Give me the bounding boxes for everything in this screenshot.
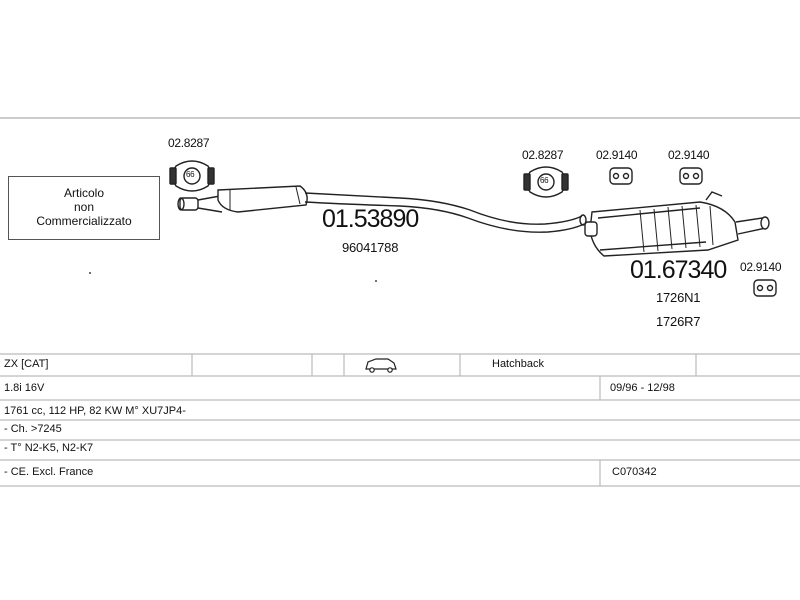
rear-silencer-oe-number-2: 1726R7 [656,314,701,329]
rubber-mount-1-drawing [609,167,633,185]
clamp-front-size: 66 [186,170,195,179]
clamp-front-part-number: 02.8287 [168,136,210,150]
rubber-mount-2-drawing [679,167,703,185]
not-commercialized-line2: non [73,200,95,214]
car-hatchback-icon [365,358,397,373]
vehicle-table-lines [0,353,800,487]
not-commercialized-line3: Commercializzato [36,214,132,228]
vehicle-body-type: Hatchback [492,358,544,370]
clamp-front-drawing [169,160,215,192]
catalog-code: C070342 [612,466,657,478]
rubber-mount-3-drawing [753,279,777,297]
rubber-mount-3-part-number: 02.9140 [740,260,782,274]
not-commercialized-box: Articolo non Commercializzato [8,176,160,240]
vehicle-chassis: - Ch. >7245 [4,423,62,435]
front-pipe-drawing [177,185,587,233]
rear-silencer-drawing [584,191,770,257]
vehicle-specs: 1761 cc, 112 HP, 82 KW M° XU7JP4- [4,405,186,417]
clamp-rear-part-number: 02.8287 [522,148,564,162]
dot-mark [89,272,91,274]
rear-silencer-oe-number-1: 1726N1 [656,290,701,305]
clamp-rear-size: 66 [540,176,549,185]
front-pipe-part-number: 01.53890 [322,205,419,233]
vehicle-engine: 1.8i 16V [4,382,45,394]
clamp-rear-drawing [523,166,569,198]
vehicle-period: 09/96 - 12/98 [610,382,675,394]
vehicle-type-codes: - T° N2-K5, N2-K7 [4,442,94,454]
rubber-mount-1-part-number: 02.9140 [596,148,638,162]
dot-mark [375,280,377,282]
rear-silencer-part-number: 01.67340 [630,256,727,284]
vehicle-market: - CE. Excl. France [4,466,94,478]
vehicle-model: ZX [CAT] [4,358,49,370]
rubber-mount-2-part-number: 02.9140 [668,148,710,162]
front-pipe-oe-number: 96041788 [342,240,399,255]
not-commercialized-line1: Articolo [63,186,104,200]
